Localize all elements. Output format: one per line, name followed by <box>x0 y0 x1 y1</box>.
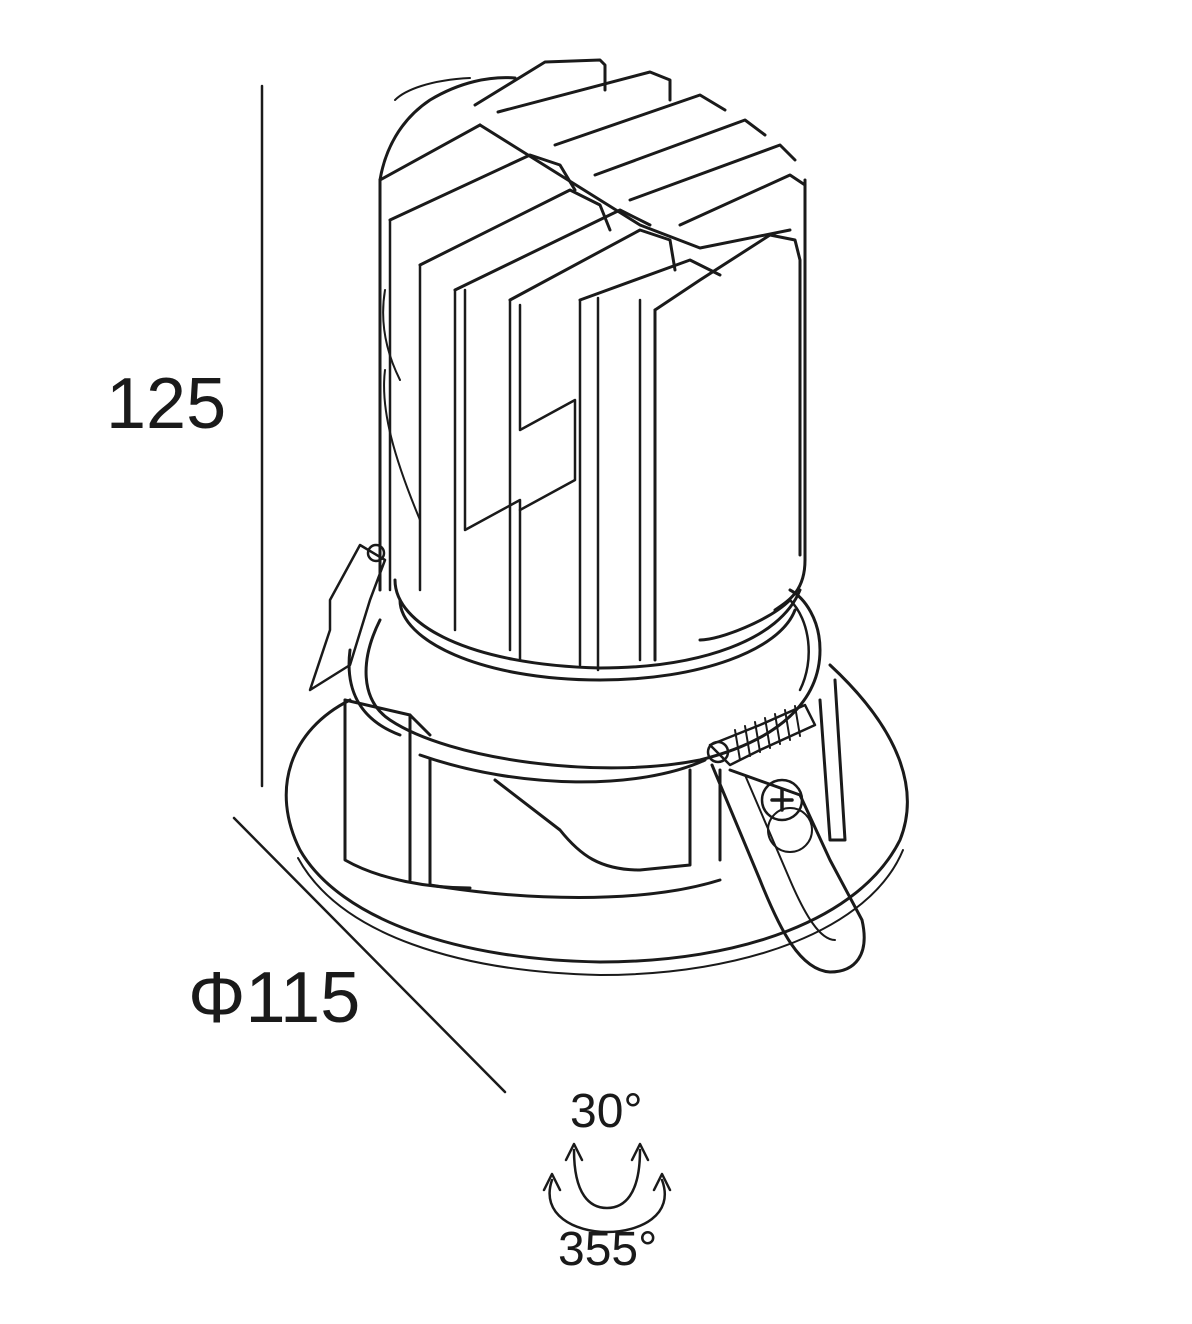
diameter-dimension-line <box>232 816 507 1094</box>
rotation-arrow-left-icon <box>542 1172 562 1192</box>
height-dimension-label: 125 <box>106 364 227 444</box>
tilt-arrow-left-icon <box>564 1142 584 1162</box>
tilt-angle-label: 30° <box>570 1085 643 1138</box>
engine-collar <box>393 578 802 682</box>
rotation-arc <box>548 1178 666 1234</box>
trim-flange <box>284 663 909 976</box>
adjustment-indicator <box>542 1142 672 1234</box>
rotation-angle-label: 355° <box>558 1223 658 1276</box>
rotation-arrow-right-icon <box>652 1172 672 1192</box>
tilt-arc <box>572 1148 642 1210</box>
heatsink <box>378 58 807 672</box>
diameter-dimension-label: Φ115 <box>188 958 361 1038</box>
tilt-arrow-right-icon <box>630 1142 650 1162</box>
spring-clip <box>706 703 866 974</box>
